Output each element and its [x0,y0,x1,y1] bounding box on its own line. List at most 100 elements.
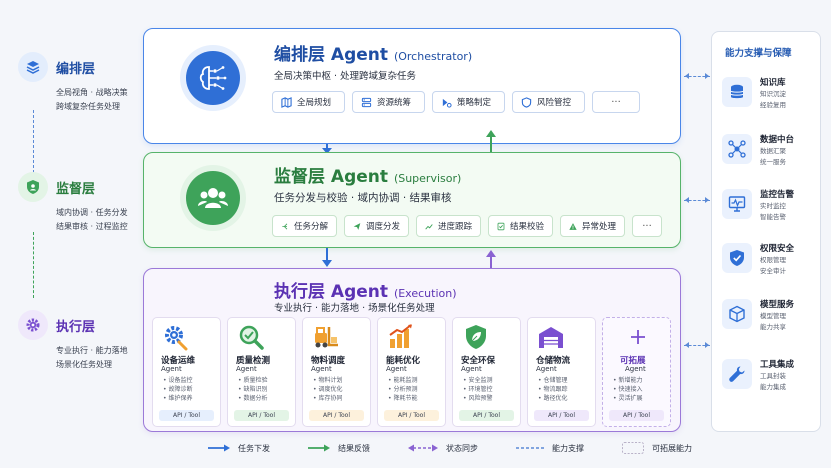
feature-item: 质量检验 [238,376,267,385]
database-icon [722,77,752,107]
chip-risk[interactable]: 风险管控 [512,91,585,113]
agent-card-quality[interactable]: 质量检测 Agent 质量检验 缺陷识别 数据分析 API / Tool [227,317,296,427]
arrow-right-icon [208,444,230,452]
support-desc-line: 模型管理 [760,312,786,320]
supervisor-subtitle: 任务分发与校验 · 域内协调 · 结果审核 [274,192,452,204]
card-agent: Agent [461,365,482,373]
execution-layer: 执行层 Agent (Execution) 专业执行 · 能力落地 · 场景化任… [143,268,681,432]
chip-label: 全局规划 [297,98,332,108]
orchestrator-title: 编排层 Agent (Orchestrator) [274,40,472,65]
legend-desc-line: 场景化任务处理 [56,360,112,369]
agent-card-material[interactable]: 物料调度 Agent 物料计划 调度优化 库存协同 API / Tool [302,317,371,427]
legend-label: 状态同步 [446,443,478,453]
agent-card-maintenance[interactable]: 设备运维 Agent 设备监控 故障诊断 维护保养 API / Tool [152,317,221,427]
support-desc: 实时监控智能告警 [760,201,786,223]
chip-strategy[interactable]: 策略制定 [432,91,505,113]
feature-item: 仓储管理 [538,376,567,385]
feature-item: 故障诊断 [163,385,192,394]
chip-more[interactable]: ··· [632,215,662,237]
agent-card-energy[interactable]: 能耗优化 Agent 能耗监测 分析预测 降耗节能 API / Tool [377,317,446,427]
support-name: 模型服务 [760,300,795,310]
double-arrow-icon [408,444,438,452]
shield-icon [521,96,532,108]
orchestrator-chips: 全局规划 资源统筹 策略制定 风险管控 ··· [272,91,640,113]
feature-item: 物流跟踪 [538,385,567,394]
send-icon [353,222,361,230]
feature-item: 安全监测 [463,376,492,385]
support-desc-line: 实时监控 [760,202,786,210]
support-desc-line: 统一服务 [760,158,786,166]
supervisor-chips: 任务分解 调度分发 进度跟踪 结果校验 异常处理 ··· [272,215,662,237]
chip-label: 资源统筹 [377,98,412,108]
support-desc-line: 智能告警 [760,213,786,221]
support-data-platform[interactable]: 数据中台 数据汇聚统一服务 [722,131,818,177]
chip-dispatch[interactable]: 调度分发 [344,215,409,237]
title-text: 监督层 Agent [274,167,389,187]
layers-icon [18,52,48,82]
card-agent: Agent [386,365,407,373]
support-name: 权限安全 [760,244,795,254]
support-security[interactable]: 权限安全 权限管理安全审计 [722,240,818,286]
orchestrator-subtitle: 全局决策中枢 · 处理跨域复杂任务 [274,71,417,82]
chip-more[interactable]: ··· [592,91,640,113]
card-name: 可拓展 [620,356,646,366]
card-agent: Agent [161,365,182,373]
support-desc-line: 经验复用 [760,101,786,109]
chip-exception[interactable]: 异常处理 [560,215,625,237]
card-name: 仓储物流 [536,356,571,366]
team-icon [180,165,246,231]
support-name: 工具集成 [760,360,795,370]
api-tool-tag: API / Tool [384,410,439,421]
legend-label: 任务下发 [238,443,270,453]
api-tool-tag: API / Tool [234,410,289,421]
feature-item: 风险预警 [463,394,492,403]
support-tool-integration[interactable]: 工具集成 工具封装能力集成 [722,356,818,402]
legend-desc: 域内协调 · 任务分发 结果审核 · 过程监控 [56,206,156,234]
agent-card-logistics[interactable]: 仓储物流 Agent 仓储管理 物流跟踪 路径优化 API / Tool [527,317,596,427]
card-name: 质量检测 [236,356,271,366]
support-monitoring[interactable]: 监控告警 实时监控智能告警 [722,186,818,232]
support-name: 知识库 [760,78,786,88]
chip-verify[interactable]: 结果校验 [488,215,553,237]
support-desc: 工具封装能力集成 [760,371,786,393]
card-features: 仓储管理 物流跟踪 路径优化 [538,376,567,403]
chip-progress[interactable]: 进度跟踪 [416,215,481,237]
monitor-pulse-icon [722,189,752,219]
more-icon: ··· [642,220,652,232]
chip-resource[interactable]: 资源统筹 [352,91,425,113]
legend-status-sync: 状态同步 [408,443,478,454]
legend-result-feedback: 结果反馈 [308,443,370,454]
warning-icon [569,222,577,230]
agent-card-safety[interactable]: 安全环保 Agent 安全监测 环境管控 风险预警 API / Tool [452,317,521,427]
trend-icon [425,223,433,229]
chip-label: 调度分发 [365,222,400,232]
legend-desc: 全局视角 · 战略决策 跨域复杂任务处理 [56,86,156,114]
chip-label: 进度跟踪 [437,222,472,232]
chip-task-split[interactable]: 任务分解 [272,215,337,237]
feature-item: 维护保养 [163,394,192,403]
card-agent: Agent [536,365,557,373]
dashed-box-icon [622,442,644,454]
title-en: (Execution) [393,287,457,300]
more-icon: ··· [611,96,621,108]
network-icon [722,134,752,164]
card-features: 新增能力 快速接入 灵活扩展 [613,376,642,403]
execution-title: 执行层 Agent (Execution) [274,277,457,302]
agent-cards: 设备运维 Agent 设备监控 故障诊断 维护保养 API / Tool 质量检… [152,317,671,427]
feature-item: 降耗节能 [388,394,417,403]
connector-line [33,232,34,298]
title-en: (Supervisor) [393,172,462,185]
api-tool-tag: API / Tool [159,410,214,421]
support-name: 监控告警 [760,190,795,200]
gear-wrench-icon [161,322,191,352]
support-knowledge-base[interactable]: 知识库 知识沉淀经验复用 [722,74,818,120]
arrow-right-icon [308,444,330,452]
card-name: 安全环保 [461,356,496,366]
arrow-task-down [322,144,332,154]
gear-icon [18,310,48,340]
support-model-service[interactable]: 模型服务 模型管理能力共享 [722,296,818,342]
agent-card-extendable[interactable]: 可拓展 Agent 新增能力 快速接入 灵活扩展 API / Tool [602,317,671,427]
support-desc: 知识沉淀经验复用 [760,89,786,111]
chip-global-planning[interactable]: 全局规划 [272,91,345,113]
dashed-line-icon [516,447,544,449]
